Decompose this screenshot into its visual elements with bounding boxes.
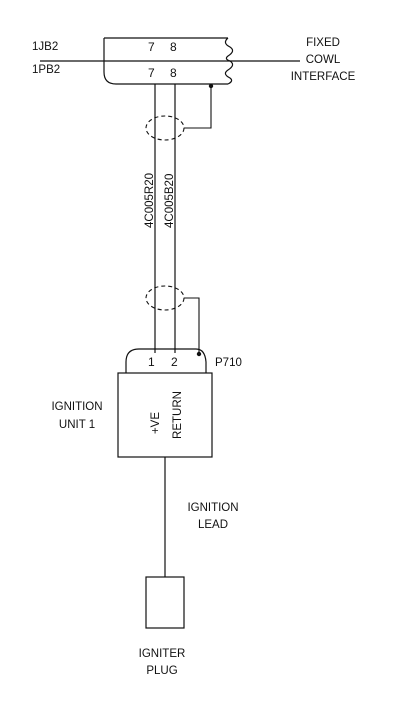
ignition-lead-label-line1: IGNITION <box>187 502 238 514</box>
connector-upper-pin-8: 8 <box>170 40 177 54</box>
terminal-positive-label: +VE <box>150 412 162 434</box>
igniter-plug-label-line1: IGNITER <box>139 648 186 660</box>
wire-right-label: 4C005B20 <box>164 174 176 228</box>
igniter-plug-box <box>145 576 185 629</box>
connector-lower-pin-7: 7 <box>148 66 155 80</box>
plug-pin-1: 1 <box>148 355 155 369</box>
interface-label-line1: FIXED <box>306 37 340 49</box>
shield-upper <box>145 83 214 141</box>
connector-break-upper <box>224 37 234 62</box>
connector-block <box>40 37 300 85</box>
connector-1jb2-label: 1JB2 <box>32 41 58 53</box>
ignition-unit-label-line2: UNIT 1 <box>59 419 95 431</box>
connector-lower-pin-8: 8 <box>170 66 177 80</box>
connector-break-lower <box>224 60 234 85</box>
interface-label-line2: COWL <box>306 54 341 66</box>
connector-outline <box>103 37 228 85</box>
shield-lower <box>145 285 202 357</box>
shield-lower-drain <box>184 297 200 356</box>
wire-left-label: 4C005R20 <box>144 173 156 228</box>
ignition-unit-box <box>117 372 213 458</box>
connector-upper-pin-7: 7 <box>148 40 155 54</box>
igniter-plug-label-line2: PLUG <box>146 665 177 677</box>
plug-pin-2: 2 <box>171 355 178 369</box>
shield-upper-drain <box>184 84 212 129</box>
interface-label-line3: INTERFACE <box>291 71 356 83</box>
plug-p710-label: P710 <box>215 357 242 369</box>
ignition-lead-label-line2: LEAD <box>198 519 228 531</box>
connector-1pb2-label: 1PB2 <box>32 64 60 76</box>
plug-outline <box>125 348 207 373</box>
shield-upper-ellipse <box>145 115 185 141</box>
shield-lower-ellipse <box>145 285 185 311</box>
plug-p710 <box>125 348 207 373</box>
shield-upper-junction <box>208 83 214 89</box>
ignition-unit-label-line1: IGNITION <box>51 401 102 413</box>
shield-lower-junction <box>196 351 202 357</box>
terminal-return-label: RETURN <box>172 391 184 439</box>
